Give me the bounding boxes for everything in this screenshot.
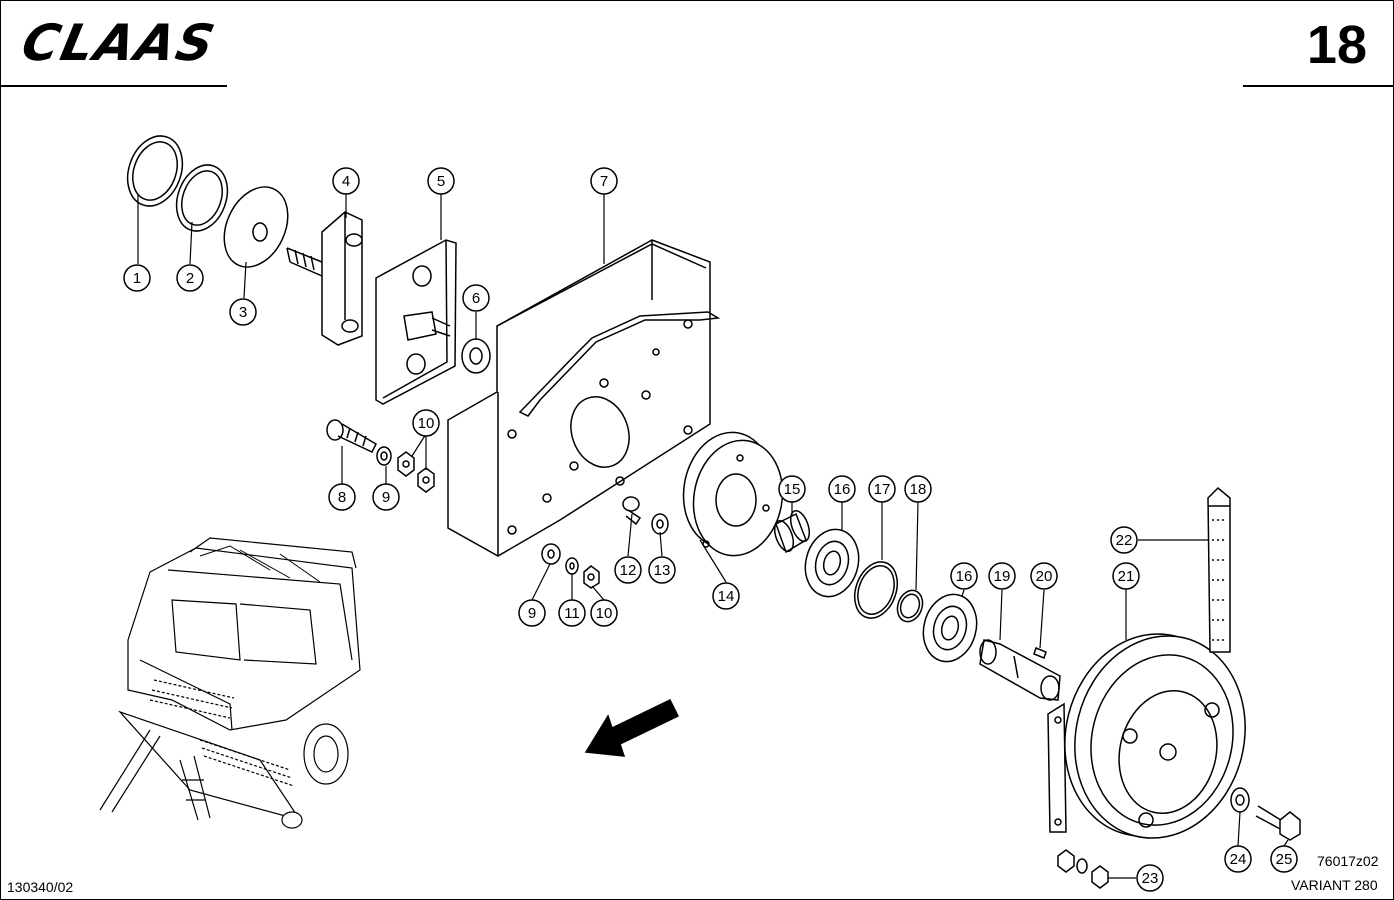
callout-12: 12 bbox=[614, 556, 642, 584]
callout-18: 18 bbox=[904, 475, 932, 503]
svg-text:25: 25 bbox=[1276, 851, 1293, 868]
callout-16-lower: 16 bbox=[950, 562, 978, 590]
callout-19: 19 bbox=[988, 562, 1016, 590]
callout-15: 15 bbox=[778, 475, 806, 503]
leader-lines bbox=[137, 194, 1289, 879]
part-o-ring-1 bbox=[126, 135, 184, 207]
callout-5: 5 bbox=[427, 167, 455, 195]
callout-24: 24 bbox=[1224, 845, 1252, 873]
svg-text:15: 15 bbox=[784, 481, 801, 498]
svg-text:1: 1 bbox=[133, 270, 141, 287]
svg-text:16: 16 bbox=[834, 481, 851, 498]
callout-3: 3 bbox=[229, 298, 257, 326]
part-plate-5 bbox=[375, 239, 457, 405]
part-bolt-8 bbox=[326, 419, 377, 453]
callout-10-lower: 10 bbox=[590, 599, 618, 627]
part-bolt-25 bbox=[1255, 805, 1301, 841]
callout-7: 7 bbox=[590, 167, 618, 195]
svg-text:6: 6 bbox=[472, 290, 480, 307]
svg-text:12: 12 bbox=[620, 562, 637, 579]
part-nut-10c bbox=[583, 565, 600, 589]
callout-17: 17 bbox=[868, 475, 896, 503]
svg-text:19: 19 bbox=[994, 568, 1011, 585]
callout-21: 21 bbox=[1112, 562, 1140, 590]
part-washer-9b bbox=[541, 543, 561, 565]
callout-2: 2 bbox=[176, 264, 204, 292]
callout-8: 8 bbox=[328, 483, 356, 511]
callout-10-upper: 10 bbox=[412, 409, 440, 437]
callout-9-lower: 9 bbox=[518, 599, 546, 627]
callout-11: 11 bbox=[558, 599, 586, 627]
part-housing-7 bbox=[447, 239, 721, 557]
callout-9-upper: 9 bbox=[372, 483, 400, 511]
callout-1: 1 bbox=[123, 264, 151, 292]
svg-text:22: 22 bbox=[1116, 532, 1133, 549]
part-washer-11 bbox=[565, 557, 579, 575]
part-washer-9a bbox=[376, 446, 392, 466]
svg-text:4: 4 bbox=[342, 173, 350, 190]
callout-6: 6 bbox=[462, 284, 490, 312]
svg-text:13: 13 bbox=[654, 562, 671, 579]
callout-22: 22 bbox=[1110, 526, 1138, 554]
svg-text:16: 16 bbox=[956, 568, 973, 585]
part-pulley-21 bbox=[1047, 633, 1246, 839]
part-nut-10a bbox=[397, 451, 415, 477]
part-stud-plate-4 bbox=[286, 211, 363, 346]
part-belt-22 bbox=[1207, 486, 1231, 653]
svg-text:23: 23 bbox=[1142, 870, 1159, 887]
svg-text:10: 10 bbox=[418, 415, 435, 432]
callout-23: 23 bbox=[1136, 864, 1164, 892]
part-nut-10b bbox=[417, 467, 435, 493]
svg-text:17: 17 bbox=[874, 481, 891, 498]
callout-20: 20 bbox=[1030, 562, 1058, 590]
part-disc-3 bbox=[223, 186, 289, 268]
part-shaft-19 bbox=[979, 639, 1061, 701]
callouts: 1 2 3 4 5 6 7 8 9 10 12 13 14 9 11 10 15… bbox=[123, 167, 1298, 892]
drawing-code: 76017z02 bbox=[1317, 853, 1379, 869]
part-washer-6 bbox=[461, 338, 491, 374]
svg-text:2: 2 bbox=[186, 270, 194, 287]
direction-arrow bbox=[584, 699, 680, 757]
part-washer-13 bbox=[651, 513, 669, 535]
svg-text:14: 14 bbox=[718, 588, 735, 605]
header-rule-right bbox=[1243, 85, 1393, 87]
svg-text:9: 9 bbox=[528, 605, 536, 622]
part-bearing-16b bbox=[922, 593, 978, 663]
callout-4: 4 bbox=[332, 167, 360, 195]
svg-text:21: 21 bbox=[1118, 568, 1135, 585]
part-bolt-23 bbox=[1057, 849, 1109, 889]
callout-16-upper: 16 bbox=[828, 475, 856, 503]
model-name: VARIANT 280 bbox=[1291, 877, 1378, 893]
part-ring-18 bbox=[896, 589, 924, 623]
baler-overview-sketch bbox=[99, 537, 361, 829]
callout-25: 25 bbox=[1270, 845, 1298, 873]
svg-text:9: 9 bbox=[382, 489, 390, 506]
part-bearing-16a bbox=[804, 528, 860, 598]
part-flange-14 bbox=[682, 431, 784, 557]
callout-14: 14 bbox=[712, 582, 740, 610]
svg-text:24: 24 bbox=[1230, 851, 1247, 868]
document-code: 130340/02 bbox=[7, 879, 74, 895]
svg-text:18: 18 bbox=[910, 481, 927, 498]
svg-text:10: 10 bbox=[596, 605, 613, 622]
callout-13: 13 bbox=[648, 556, 676, 584]
page-number: 18 bbox=[1306, 15, 1367, 75]
part-circlip-17 bbox=[853, 561, 899, 619]
part-key-20 bbox=[1033, 647, 1047, 659]
svg-text:5: 5 bbox=[437, 173, 445, 190]
svg-text:20: 20 bbox=[1036, 568, 1053, 585]
svg-text:8: 8 bbox=[338, 489, 346, 506]
svg-text:11: 11 bbox=[564, 605, 580, 622]
svg-text:7: 7 bbox=[600, 173, 608, 190]
part-bushing-15 bbox=[773, 509, 811, 554]
header-rule-left bbox=[1, 85, 227, 87]
svg-text:3: 3 bbox=[239, 304, 247, 321]
part-washer-24 bbox=[1230, 787, 1250, 813]
